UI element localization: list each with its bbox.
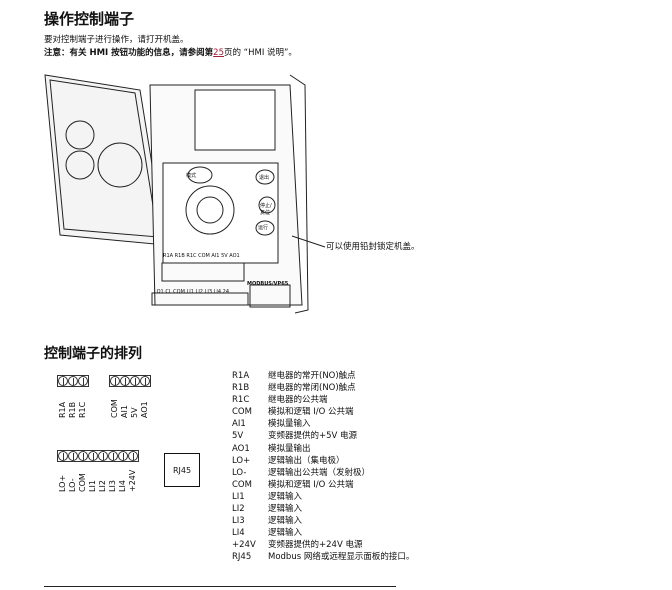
description-row: LO+ 逻辑输出（集电极） [232,455,414,467]
terminal-description: 继电器的常开(NO)触点 [268,371,356,381]
terminal-description: Modbus 网络或远程显示面板的接口。 [268,552,415,563]
bottom-terminal-labels: LO1 CL COM LI1 LI2 LI3 LI4 24 [154,289,229,295]
description-row: COM 模拟和逻辑 I/O 公共端 [232,479,414,491]
rj45-port: RJ45 [164,453,200,487]
intro-text: 要对控制端子进行操作，请打开机盖。 [44,35,189,45]
description-row: R1C 继电器的公共端 [232,394,414,406]
section-title: 控制端子的排列 [44,346,142,362]
note-prefix: 注意：有关 HMI 按钮功能的信息，请参阅第 [44,48,214,58]
terminal-code: RJ45 [232,552,252,563]
terminal-label: R1C [78,401,87,418]
terminal-block-logic [57,450,139,462]
terminal-code: LI4 [232,528,245,539]
terminal-label: R1A [58,401,67,418]
terminal-description: 模拟和逻辑 I/O 公共端 [268,479,354,490]
description-row: LI1 逻辑输入 [232,491,414,503]
terminal-code: LI1 [232,491,245,502]
description-row: +24V 变频器提供的+24V 电源 [232,539,414,551]
description-row: AI1 模拟量输入 [232,418,414,430]
terminal-code: COM [232,407,252,418]
button-exit: 退出 [259,175,270,181]
terminal-code: +24V [232,540,256,551]
terminal-code: LO+ [232,455,251,466]
description-row: 5V 变频器提供的+5V 电源 [232,430,414,442]
description-row: COM 模拟和逻辑 I/O 公共端 [232,406,414,418]
terminal-description: 继电器的常闭(NO)触点 [268,383,356,394]
terminal-description: 逻辑输出（集电极） [268,455,345,466]
button-mode: 模式 [186,173,197,179]
page-title: 操作控制端子 [44,10,135,28]
terminal-description: 逻辑输入 [268,516,303,527]
terminal-code: R1A [232,371,250,381]
terminal-code: R1B [232,383,250,394]
terminal-description: 逻辑输入 [268,504,303,515]
description-row: RJ45 Modbus 网络或远程显示面板的接口。 [232,551,414,563]
terminal-description: 模拟量输出 [268,443,311,454]
terminal-code: 5V [232,431,244,442]
terminal-description: 继电器的公共端 [268,395,328,406]
terminal-label: COM [78,473,87,492]
terminal-description-list: R1A 继电器的常开(NO)触点 R1B 继电器的常闭(NO)触点 R1C 继电器的公共端… [232,370,414,564]
description-row: LO- 逻辑输出公共端（发射极） [232,467,414,479]
terminal-label: LI1 [88,480,97,492]
page-link[interactable]: 25 [213,48,224,58]
terminal-label: LI3 [108,480,117,492]
terminal-code: LO- [232,467,247,478]
terminal-label: AI1 [120,405,129,418]
description-row: AO1 模拟量输出 [232,443,414,455]
button-stop-reset: 停止/复位 [260,203,272,216]
top-terminal-labels: R1A R1B R1C COM AI1 5V AO1 [163,253,240,259]
table-top-border [44,586,396,587]
terminal-block-relay [57,375,89,387]
terminal-code: AI1 [232,419,246,430]
terminal-code: COM [232,479,252,490]
description-row: LI2 逻辑输入 [232,503,414,515]
terminal-description: 逻辑输入 [268,491,303,502]
description-row: LI3 逻辑输入 [232,515,414,527]
note-text: 注意：有关 HMI 按钮功能的信息，请参阅第25页的 “HMI 说明”。 [44,46,297,58]
terminal-label: COM [110,399,119,418]
terminal-label: LO- [68,478,77,492]
terminal-code: LI3 [232,516,245,527]
terminal-description: 逻辑输出公共端（发射极） [268,467,371,478]
callout-text: 可以使用铅封锁定机盖。 [326,242,420,252]
terminal-label: LI2 [98,480,107,492]
button-run: 运行 [258,225,269,231]
terminal-code: AO1 [232,443,250,454]
terminal-label: LI4 [118,480,127,492]
drive-illustration [44,74,326,314]
note-suffix: 页的 “HMI 说明”。 [223,48,297,58]
terminal-label: AO1 [140,401,149,418]
terminal-description: 变频器提供的+24V 电源 [268,540,363,551]
terminal-label: +24V [128,469,137,492]
terminal-code: LI2 [232,504,245,515]
terminal-description: 逻辑输入 [268,528,303,539]
terminal-label: R1B [68,401,77,418]
terminal-code: R1C [232,395,250,406]
terminal-block-analog [109,375,151,387]
terminal-description: 变频器提供的+5V 电源 [268,431,358,442]
terminal-label: LO+ [58,474,67,492]
description-row: R1A 继电器的常开(NO)触点 [232,370,414,382]
terminal-label: 5V [130,407,139,418]
description-row: LI4 逻辑输入 [232,527,414,539]
terminal-description: 模拟量输入 [268,419,311,430]
description-row: R1B 继电器的常闭(NO)触点 [232,382,414,394]
port-label: MODBUS/VP65 [247,281,289,287]
terminal-description: 模拟和逻辑 I/O 公共端 [268,407,354,418]
